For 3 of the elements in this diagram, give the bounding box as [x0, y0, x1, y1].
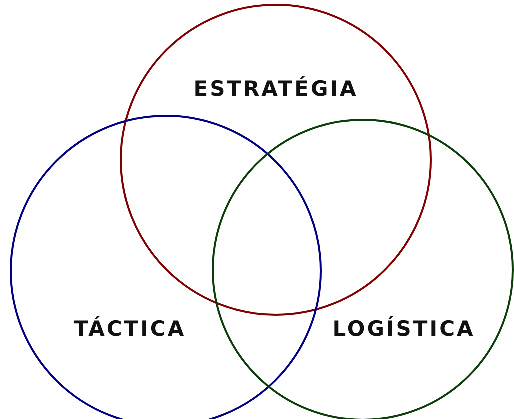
circle-label: LOGÍSTICA — [332, 317, 476, 341]
circle-label: ESTRATÉGIA — [194, 77, 358, 101]
circle-label: TÁCTICA — [74, 317, 186, 341]
